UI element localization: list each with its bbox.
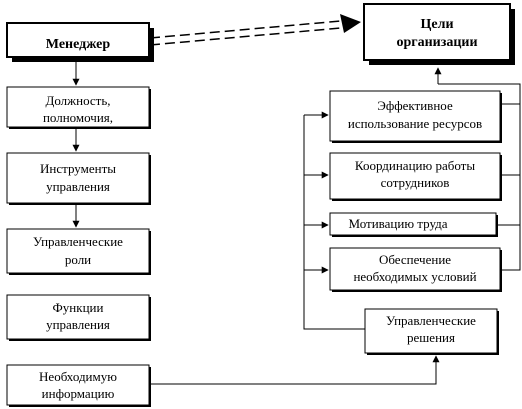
- manager-label: Менеджер: [46, 37, 111, 52]
- position-label-line1: Должность,: [45, 93, 110, 108]
- tools-label-line1: Инструменты: [40, 161, 116, 176]
- dashed-link-lower: [149, 26, 353, 46]
- motivation-label: Мотивацию труда: [348, 216, 447, 231]
- node-decisions: Управленческие решения: [364, 308, 499, 355]
- roles-label-line2: роли: [65, 252, 91, 267]
- node-functions: Функции управления: [6, 294, 151, 341]
- coordination-label-line1: Координацию работы: [355, 158, 475, 173]
- node-goals: Цели организации: [363, 3, 515, 65]
- information-label-line1: Необходимую: [39, 369, 117, 384]
- decisions-label-line2: решения: [407, 330, 455, 345]
- node-position: Должность, полномочия,: [6, 86, 151, 129]
- goals-label-line1: Цели: [420, 17, 453, 32]
- coordination-label-line2: сотрудников: [381, 175, 450, 190]
- conditions-label-line1: Обеспечение: [379, 252, 451, 267]
- conditions-label-line2: необходимых условий: [353, 269, 476, 284]
- decisions-label-line1: Управленческие: [386, 313, 476, 328]
- node-roles: Управленческие роли: [6, 228, 151, 275]
- node-conditions: Обеспечение необходимых условий: [329, 247, 502, 292]
- node-tools: Инструменты управления: [6, 152, 151, 205]
- functions-label-line2: управления: [46, 317, 110, 332]
- tools-label-line2: управления: [46, 179, 110, 194]
- decisions-to-bus: [303, 115, 365, 330]
- information-label-line2: информацию: [42, 386, 115, 401]
- node-coordination: Координацию работы сотрудников: [329, 152, 502, 201]
- efficiency-label-line1: Эффективное: [377, 98, 453, 113]
- connectors: [72, 14, 521, 385]
- efficiency-to-goals: [438, 83, 521, 105]
- node-efficiency: Эффективное использование ресурсов: [329, 90, 502, 143]
- node-motivation: Мотивацию труда: [329, 212, 498, 237]
- conditions-to-trunk: [500, 225, 521, 271]
- dashed-link-arrowhead: [340, 14, 361, 33]
- coordination-to-trunk: [500, 104, 521, 176]
- efficiency-label-line2: использование ресурсов: [348, 116, 482, 131]
- functions-label-line1: Функции: [53, 300, 104, 315]
- position-label-line2: полномочия,: [43, 110, 113, 125]
- node-manager: Менеджер: [6, 22, 154, 62]
- roles-label-line1: Управленческие: [33, 234, 123, 249]
- node-information: Необходимую информацию: [6, 364, 151, 407]
- goals-label-line2: организации: [396, 35, 477, 50]
- dashed-link-upper: [149, 19, 353, 39]
- information-to-decisions: [149, 367, 437, 385]
